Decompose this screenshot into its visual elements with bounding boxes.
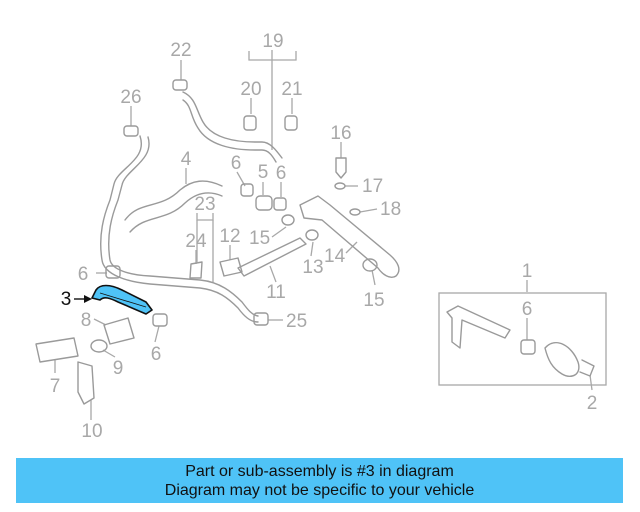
callout-numbers: 22 19 26 20 21 16 4 6 5 6 17 18 23 24 12… <box>50 31 598 442</box>
callout-14: 14 <box>324 246 346 267</box>
callout-23: 23 <box>194 194 215 215</box>
callout-3-arrow <box>74 295 92 303</box>
callout-15a: 15 <box>249 228 270 249</box>
callout-3: 3 <box>61 289 72 310</box>
info-banner: Part or sub-assembly is #3 in diagram Di… <box>16 458 623 503</box>
parts-linework <box>35 79 536 405</box>
callout-4: 4 <box>181 149 192 170</box>
callout-17: 17 <box>362 176 383 197</box>
callout-18: 18 <box>380 199 401 220</box>
banner-line-1: Part or sub-assembly is #3 in diagram <box>185 462 454 480</box>
callout-5: 5 <box>258 162 269 183</box>
callout-6b: 6 <box>276 163 287 184</box>
callout-20: 20 <box>240 79 261 100</box>
callout-10: 10 <box>81 421 102 442</box>
highlighted-hose-part-3[interactable] <box>91 284 153 315</box>
parts-diagram: 22 19 26 20 21 16 4 6 5 6 17 18 23 24 12… <box>35 31 607 442</box>
callout-26: 26 <box>120 87 141 108</box>
callout-21: 21 <box>281 79 302 100</box>
leader-lines <box>54 50 593 420</box>
callout-15b: 15 <box>363 290 384 311</box>
callout-25: 25 <box>286 311 307 332</box>
callout-19: 19 <box>262 31 283 52</box>
callout-13: 13 <box>302 257 323 278</box>
callout-1: 1 <box>522 261 533 282</box>
callout-2: 2 <box>587 393 598 414</box>
banner-line-2: Diagram may not be specific to your vehi… <box>164 481 475 499</box>
callout-24: 24 <box>185 231 207 252</box>
callout-8: 8 <box>81 310 92 331</box>
callout-6c: 6 <box>78 264 89 285</box>
callout-12: 12 <box>219 226 240 247</box>
callout-9: 9 <box>113 358 124 379</box>
callout-6e: 6 <box>522 299 533 320</box>
callout-6d: 6 <box>151 344 162 365</box>
callout-22: 22 <box>170 40 191 61</box>
assembly-inset-box <box>438 292 607 386</box>
callout-7: 7 <box>50 376 61 397</box>
callout-16: 16 <box>330 123 351 144</box>
callout-11: 11 <box>266 282 286 303</box>
callout-6a: 6 <box>231 153 242 174</box>
